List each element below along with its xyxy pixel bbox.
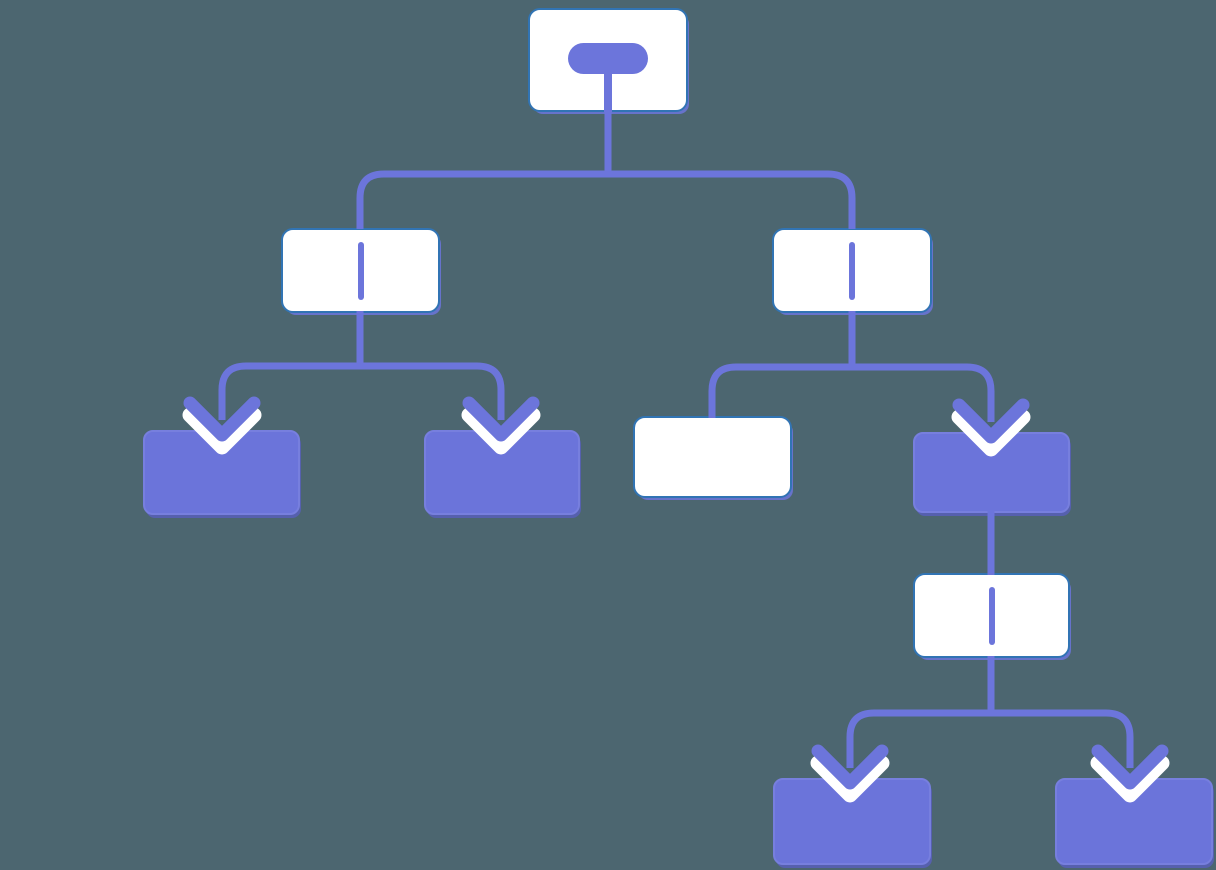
node-leaf-far-left[interactable] <box>143 430 300 515</box>
node-branch-left[interactable] <box>281 228 440 313</box>
node-subbranch[interactable] <box>913 573 1070 658</box>
node-leaf-bottom-left[interactable] <box>773 778 931 865</box>
node-leaf-mid-left[interactable] <box>424 430 580 515</box>
node-leaf-right[interactable] <box>913 432 1070 513</box>
connector-line <box>708 363 995 422</box>
node-root[interactable] <box>528 8 688 112</box>
pill-stem <box>604 72 612 112</box>
connector-line <box>218 362 505 420</box>
skeleton-text-bar <box>849 241 855 300</box>
connector-line <box>846 709 1134 768</box>
connector-line <box>356 170 856 229</box>
node-child-plain[interactable] <box>633 416 792 498</box>
skeleton-topic-pill <box>568 43 648 74</box>
skeleton-text-bar <box>357 241 364 300</box>
node-leaf-bottom-right[interactable] <box>1055 778 1213 865</box>
node-branch-right[interactable] <box>772 228 932 313</box>
skeleton-text-bar <box>988 586 995 645</box>
